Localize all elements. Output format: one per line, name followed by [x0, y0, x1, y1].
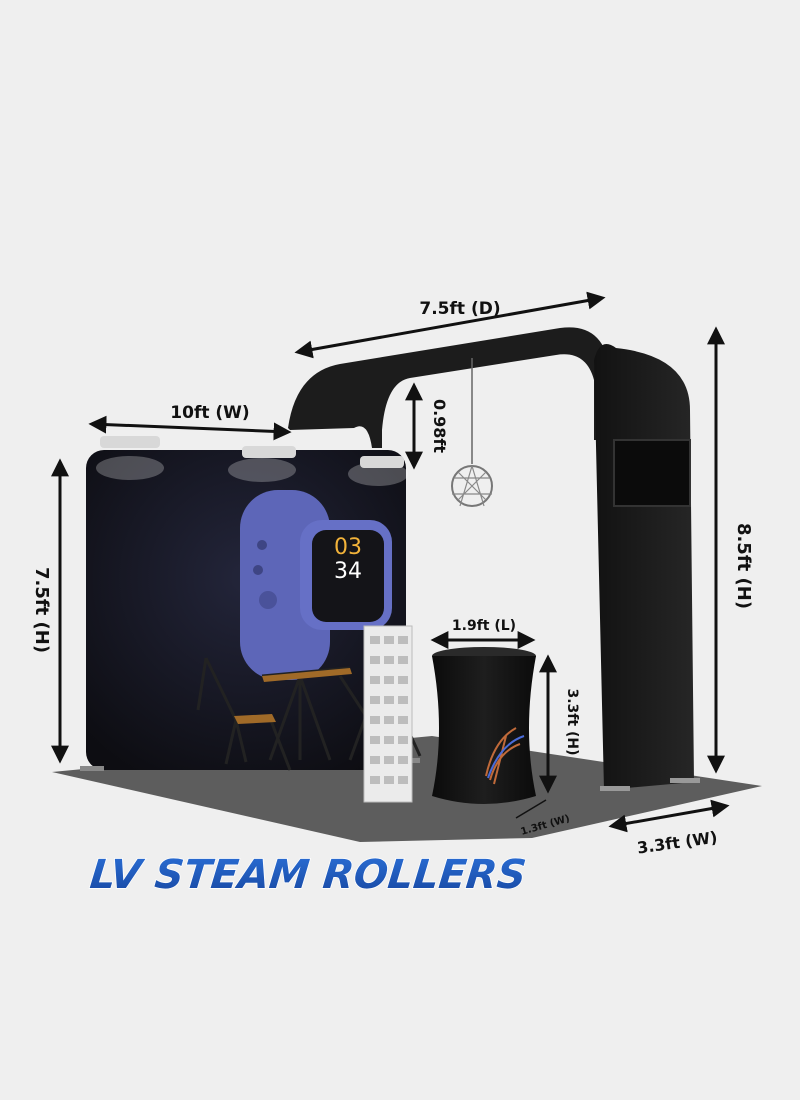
counter-length-label: 1.9ft (L): [452, 618, 516, 634]
literature-rack: [363, 625, 413, 803]
tower-height-label: 8.5ft (H): [733, 523, 754, 609]
pendant-lamp: [451, 358, 493, 507]
tower-monitor: [613, 439, 691, 507]
arch-tower: [594, 344, 694, 790]
brand-logo: LV STEAM ROLLERS: [88, 852, 528, 898]
backwall-height-label: 7.5ft (H): [31, 567, 52, 653]
counter-height-label: 3.3ft (H): [564, 689, 580, 756]
backwall-width-label: 10ft (W): [170, 403, 249, 423]
counter-width-arrow: [515, 799, 547, 819]
backwall-width-arrow: [88, 415, 292, 441]
tower-width-arrow: [608, 799, 730, 833]
counter-podium: [432, 647, 536, 804]
watch-minute: 34: [334, 559, 362, 584]
arch-depth-arrow: [294, 291, 606, 359]
watch-graphic: [240, 490, 392, 680]
watch-hour: 03: [334, 535, 362, 560]
tower-width-label: 3.3ft (W): [636, 828, 719, 858]
arch-header-label: 0.98ft: [430, 399, 449, 453]
arch-depth-label: 7.5ft (D): [419, 299, 500, 319]
